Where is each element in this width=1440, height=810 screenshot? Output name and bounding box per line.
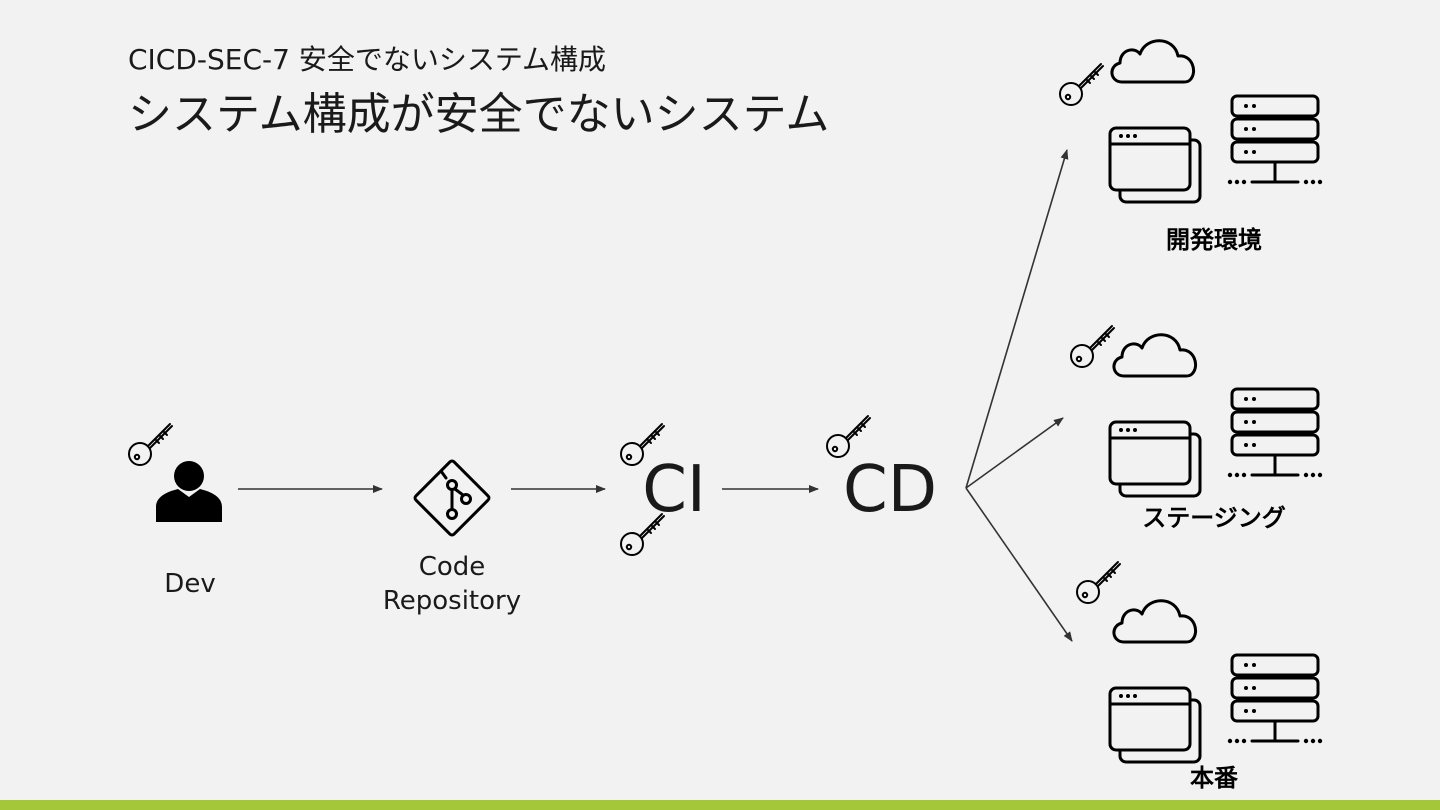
user-icon (156, 461, 222, 522)
server-icon (1226, 653, 1324, 745)
cd-label: CD (843, 453, 937, 527)
dev-node: Dev (128, 423, 222, 599)
environment-production: 本番 (1076, 561, 1324, 792)
dev-label: Dev (164, 569, 215, 599)
key-icon (1059, 63, 1104, 106)
accent-bar (0, 800, 1440, 810)
cloud-icon (1112, 599, 1198, 644)
git-icon (413, 459, 491, 537)
ci-node: CI (620, 423, 706, 556)
arrow-cd-to-production (965, 487, 1073, 642)
slide-subtitle: CICD-SEC-7 安全でないシステム構成 (128, 43, 607, 76)
key-icon (1076, 561, 1121, 604)
staging-label: ステージング (1142, 504, 1286, 532)
cloud-icon (1110, 39, 1196, 84)
ci-label: CI (642, 453, 706, 527)
repository-label-line2: Repository (383, 586, 521, 616)
development-label: 開発環境 (1166, 226, 1262, 254)
key-icon (826, 415, 871, 458)
browser-windows-icon (1108, 420, 1202, 498)
environment-development: 開発環境 (1059, 39, 1324, 254)
repository-label-line1: Code (419, 552, 486, 582)
cd-node: CD (826, 415, 937, 527)
cloud-icon (1112, 333, 1198, 378)
browser-windows-icon (1108, 686, 1202, 764)
production-label: 本番 (1190, 764, 1239, 792)
arrow-cd-to-staging (965, 417, 1064, 489)
arrow-cd-to-development (965, 149, 1069, 489)
server-icon (1226, 387, 1324, 479)
browser-windows-icon (1108, 126, 1202, 204)
server-icon (1226, 94, 1324, 186)
key-icon (1070, 325, 1115, 368)
slide-title: システム構成が安全でないシステム (128, 89, 830, 140)
environment-staging: ステージング (1070, 325, 1324, 532)
repository-node: Code Repository (383, 459, 521, 616)
key-icon (128, 423, 173, 466)
